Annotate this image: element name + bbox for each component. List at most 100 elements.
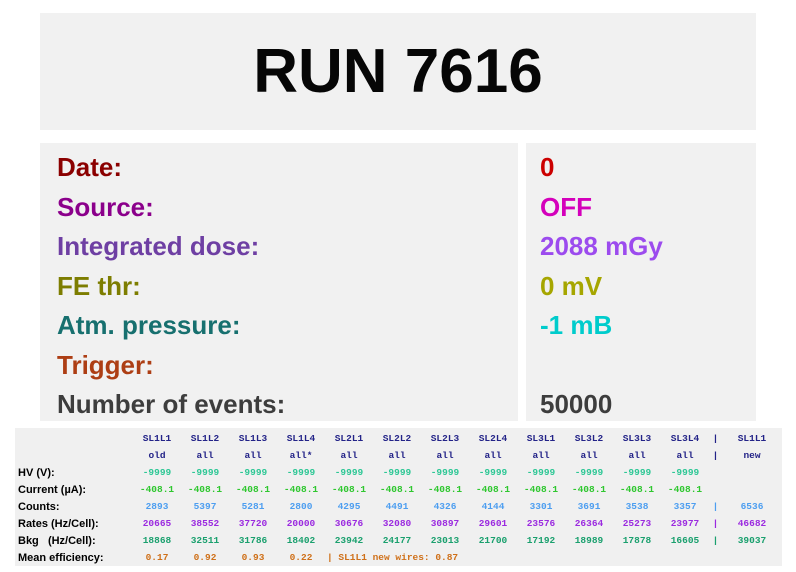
efficiency-cell-4: 0.22 bbox=[289, 552, 313, 563]
table-row-4-cell-6: 32080 bbox=[382, 518, 412, 529]
table-row-3-cell-6: 4491 bbox=[385, 501, 409, 512]
column-header-row-cell-4: SL1L4 bbox=[286, 433, 316, 444]
table-row-2: Current (µA): -408.1 -408.1 -408.1 -408.1 -40… bbox=[15, 481, 782, 498]
table-row-4-pipe: | bbox=[712, 518, 719, 529]
table-row-1-cell-6: -9999 bbox=[382, 467, 412, 478]
column-subheader-row-cell-6: all bbox=[388, 450, 406, 461]
column-subheader-row-cell-7: all bbox=[436, 450, 454, 461]
column-subheader-row-pipe: | bbox=[712, 450, 719, 461]
table-row-2-cell-11: -408.1 bbox=[619, 484, 655, 495]
column-subheader-row-cell-2: all bbox=[196, 450, 214, 461]
column-subheader-row-cell-3: all bbox=[244, 450, 262, 461]
info-label-integrated-dose: Integrated dose: bbox=[57, 231, 260, 262]
table-row-4-cell-8: 29601 bbox=[478, 518, 508, 529]
table-row-5-pipe: | bbox=[712, 535, 719, 546]
table-row-1-cell-11: -9999 bbox=[622, 467, 652, 478]
table-row-1-cell-10: -9999 bbox=[574, 467, 604, 478]
info-row-source: Source: bbox=[57, 188, 518, 228]
info-row-date: Date: bbox=[57, 148, 518, 188]
table-row-2-cell-2: -408.1 bbox=[187, 484, 223, 495]
table-row-2-cell-7: -408.1 bbox=[427, 484, 463, 495]
corner-blank bbox=[15, 430, 133, 447]
table-row-5-cell-8: 21700 bbox=[478, 535, 508, 546]
table-row-3-cell-7: 4326 bbox=[433, 501, 457, 512]
table-row-5-cell-1: 18868 bbox=[142, 535, 172, 546]
table-row-2-extra bbox=[722, 481, 782, 498]
table-row-3-cell-3: 5281 bbox=[241, 501, 265, 512]
table-row-4-cell-7: 30897 bbox=[430, 518, 460, 529]
table-row-3-cell-9: 3301 bbox=[529, 501, 553, 512]
table-row-4-cell-3: 37720 bbox=[238, 518, 268, 529]
table-row-1-cell-8: -9999 bbox=[478, 467, 508, 478]
table-row-2-cell-9: -408.1 bbox=[523, 484, 559, 495]
info-label-source: Source: bbox=[57, 191, 154, 222]
table-row-4-cell-11: 25273 bbox=[622, 518, 652, 529]
row-label-2: Current (µA): bbox=[18, 483, 87, 496]
column-header-row-cell-7: SL2L3 bbox=[430, 433, 460, 444]
table-row-2-cell-5: -408.1 bbox=[331, 484, 367, 495]
table-row-5-cell-6: 24177 bbox=[382, 535, 412, 546]
table-row-5-cell-3: 31786 bbox=[238, 535, 268, 546]
row-label-5: Bkg (Hz/Cell): bbox=[18, 534, 96, 547]
table-row-4-extra: 46682 bbox=[737, 518, 767, 529]
column-subheader-row-cell-11: all bbox=[628, 450, 646, 461]
value-row-number-of-events: 50000 bbox=[540, 385, 756, 425]
table-row-5-extra: 39037 bbox=[737, 535, 767, 546]
table-row-5-cell-5: 23942 bbox=[334, 535, 364, 546]
table-row-4-cell-2: 38552 bbox=[190, 518, 220, 529]
column-header-row-cell-9: SL3L1 bbox=[526, 433, 556, 444]
table-row-2-cell-10: -408.1 bbox=[571, 484, 607, 495]
value-row-atm-pressure: -1 mB bbox=[540, 306, 756, 346]
table-row-5-cell-10: 18989 bbox=[574, 535, 604, 546]
info-value-number-of-events: 50000 bbox=[540, 389, 613, 420]
value-row-trigger bbox=[540, 346, 756, 386]
table-row-1: HV (V):-9999-9999-9999-9999-9999-9999-99… bbox=[15, 464, 782, 481]
run-title: RUN 7616 bbox=[253, 37, 543, 106]
info-value-source: OFF bbox=[540, 191, 592, 222]
column-subheader-row-cell-5: all bbox=[340, 450, 358, 461]
info-label-trigger: Trigger: bbox=[57, 349, 154, 380]
info-row-integrated-dose: Integrated dose: bbox=[57, 227, 518, 267]
value-row-fe-thr: 0 mV bbox=[540, 267, 756, 307]
column-header-row-cell-10: SL3L2 bbox=[574, 433, 604, 444]
info-row-atm-pressure: Atm. pressure: bbox=[57, 306, 518, 346]
value-row-integrated-dose: 2088 mGy bbox=[540, 227, 756, 267]
table-row-3-cell-10: 3691 bbox=[577, 501, 601, 512]
table-row-1-cell-2: -9999 bbox=[190, 467, 220, 478]
column-subheader-row-cell-4: all* bbox=[289, 450, 313, 461]
column-header-row-cell-6: SL2L2 bbox=[382, 433, 412, 444]
info-label-number-of-events: Number of events: bbox=[57, 389, 286, 420]
table-row-1-cell-5: -9999 bbox=[334, 467, 364, 478]
run-banner: RUN 7616 bbox=[40, 13, 756, 130]
column-subheader-row-cell-1: old bbox=[148, 450, 166, 461]
table-row-4-cell-9: 23576 bbox=[526, 518, 556, 529]
info-value-atm-pressure: -1 mB bbox=[540, 310, 613, 341]
column-header-row-pipe: | bbox=[712, 433, 719, 444]
table-row-4-cell-1: 20665 bbox=[142, 518, 172, 529]
info-value-integrated-dose: 2088 mGy bbox=[540, 231, 663, 262]
table-row-2-cell-6: -408.1 bbox=[379, 484, 415, 495]
info-row-trigger: Trigger: bbox=[57, 346, 518, 386]
efficiency-cell-2: 0.92 bbox=[193, 552, 217, 563]
table-row-2-cell-4: -408.1 bbox=[283, 484, 319, 495]
table-row-2-cell-3: -408.1 bbox=[235, 484, 271, 495]
table-row-3-cell-2: 5397 bbox=[193, 501, 217, 512]
table-row-2-cell-8: -408.1 bbox=[475, 484, 511, 495]
table-row-3-pipe: | bbox=[712, 501, 719, 512]
table-row-4-cell-10: 26364 bbox=[574, 518, 604, 529]
table-row-3-cell-8: 4144 bbox=[481, 501, 505, 512]
value-row-source: OFF bbox=[540, 188, 756, 228]
column-subheader-row-cell-12: all bbox=[676, 450, 694, 461]
subheader-blank bbox=[15, 447, 133, 464]
column-header-row-cell-5: SL2L1 bbox=[334, 433, 364, 444]
table-row-4-cell-5: 30676 bbox=[334, 518, 364, 529]
info-row-number-of-events: Number of events: bbox=[57, 385, 518, 425]
column-header-row-cell-1: SL1L1 bbox=[142, 433, 172, 444]
efficiency-cell-1: 0.17 bbox=[145, 552, 169, 563]
row-label-1: HV (V): bbox=[18, 466, 55, 479]
